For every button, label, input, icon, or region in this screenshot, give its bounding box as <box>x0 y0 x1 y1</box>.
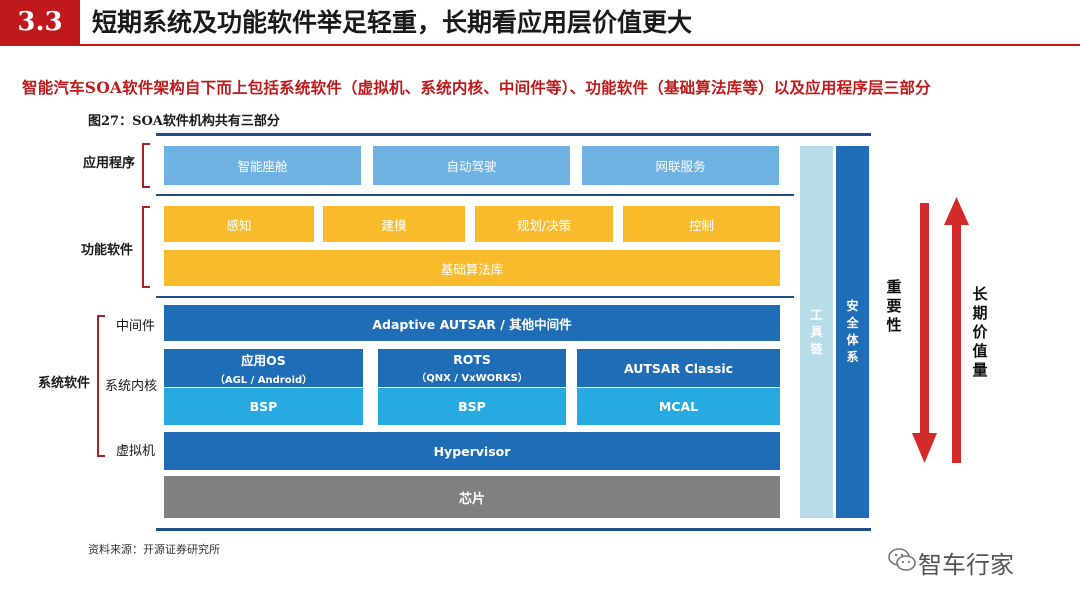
arrow-up-long-term-value <box>944 197 969 463</box>
diagram-top-rule <box>156 133 871 136</box>
arrow-down-importance <box>912 203 937 463</box>
func-box-algorithm-library: 基础算法库 <box>164 250 780 286</box>
bsp-box-2: BSP <box>378 388 566 425</box>
app-box-connected-services: 网联服务 <box>582 146 779 185</box>
func-box-modeling: 建模 <box>323 206 465 242</box>
header-divider <box>0 44 1080 46</box>
section-number: 3.3 <box>0 0 80 44</box>
label-application: 应用程序 <box>83 156 136 171</box>
label-functional: 功能软件 <box>81 243 134 258</box>
toolchain-label: 工具链 <box>810 307 823 356</box>
watermark: 智车行家 <box>918 551 1014 579</box>
kernel-rtos-name: ROTS <box>453 352 491 367</box>
kernel-app-os-name: 应用OS <box>241 353 286 368</box>
safety-label: 安全体系 <box>846 299 859 364</box>
importance-label: 重要性 <box>886 278 902 334</box>
layer-separator-func <box>156 296 794 298</box>
safety-column: 安全体系 <box>836 146 869 518</box>
label-middleware: 中间件 <box>116 319 156 334</box>
mcal-box: MCAL <box>577 388 780 425</box>
bsp-box-1: BSP <box>164 388 363 425</box>
kernel-app-os-sub: （AGL / Android） <box>214 375 313 386</box>
app-box-autonomous-driving: 自动驾驶 <box>373 146 570 185</box>
source-note: 资料来源：开源证券研究所 <box>88 543 220 556</box>
label-system: 系统软件 <box>38 376 91 391</box>
slide-title: 短期系统及功能软件举足轻重，长期看应用层价值更大 <box>92 8 693 37</box>
bracket-functional <box>142 206 150 288</box>
kernel-box-app-os: 应用OS （AGL / Android） <box>164 349 363 387</box>
bracket-application <box>142 143 150 188</box>
kernel-rtos-sub: （QNX / VxWORKS） <box>416 373 528 384</box>
label-kernel: 系统内核 <box>105 379 158 394</box>
bracket-system <box>97 315 105 457</box>
diagram-bottom-rule <box>156 528 871 531</box>
func-box-control: 控制 <box>623 206 780 242</box>
middleware-box: Adaptive AUTSAR / 其他中间件 <box>164 305 780 341</box>
func-box-perception: 感知 <box>164 206 314 242</box>
label-hypervisor: 虚拟机 <box>116 444 156 459</box>
slide-subtitle: 智能汽车SOA软件架构自下而上包括系统软件（虚拟机、系统内核、中间件等）、功能软… <box>22 78 931 97</box>
wechat-icon <box>888 547 916 577</box>
long-term-value-label: 长期价值量 <box>972 285 988 379</box>
kernel-box-autosar-classic: AUTSAR Classic <box>577 349 780 387</box>
kernel-box-rtos: ROTS （QNX / VxWORKS） <box>378 349 566 387</box>
toolchain-column: 工具链 <box>800 146 833 518</box>
figure-title: 图27：SOA软件机构共有三部分 <box>88 114 280 129</box>
app-box-cockpit: 智能座舱 <box>164 146 361 185</box>
chip-box: 芯片 <box>164 476 780 518</box>
hypervisor-box: Hypervisor <box>164 432 780 470</box>
layer-separator-app <box>156 194 794 196</box>
func-box-planning: 规划/决策 <box>475 206 613 242</box>
value-arrows <box>912 197 969 463</box>
